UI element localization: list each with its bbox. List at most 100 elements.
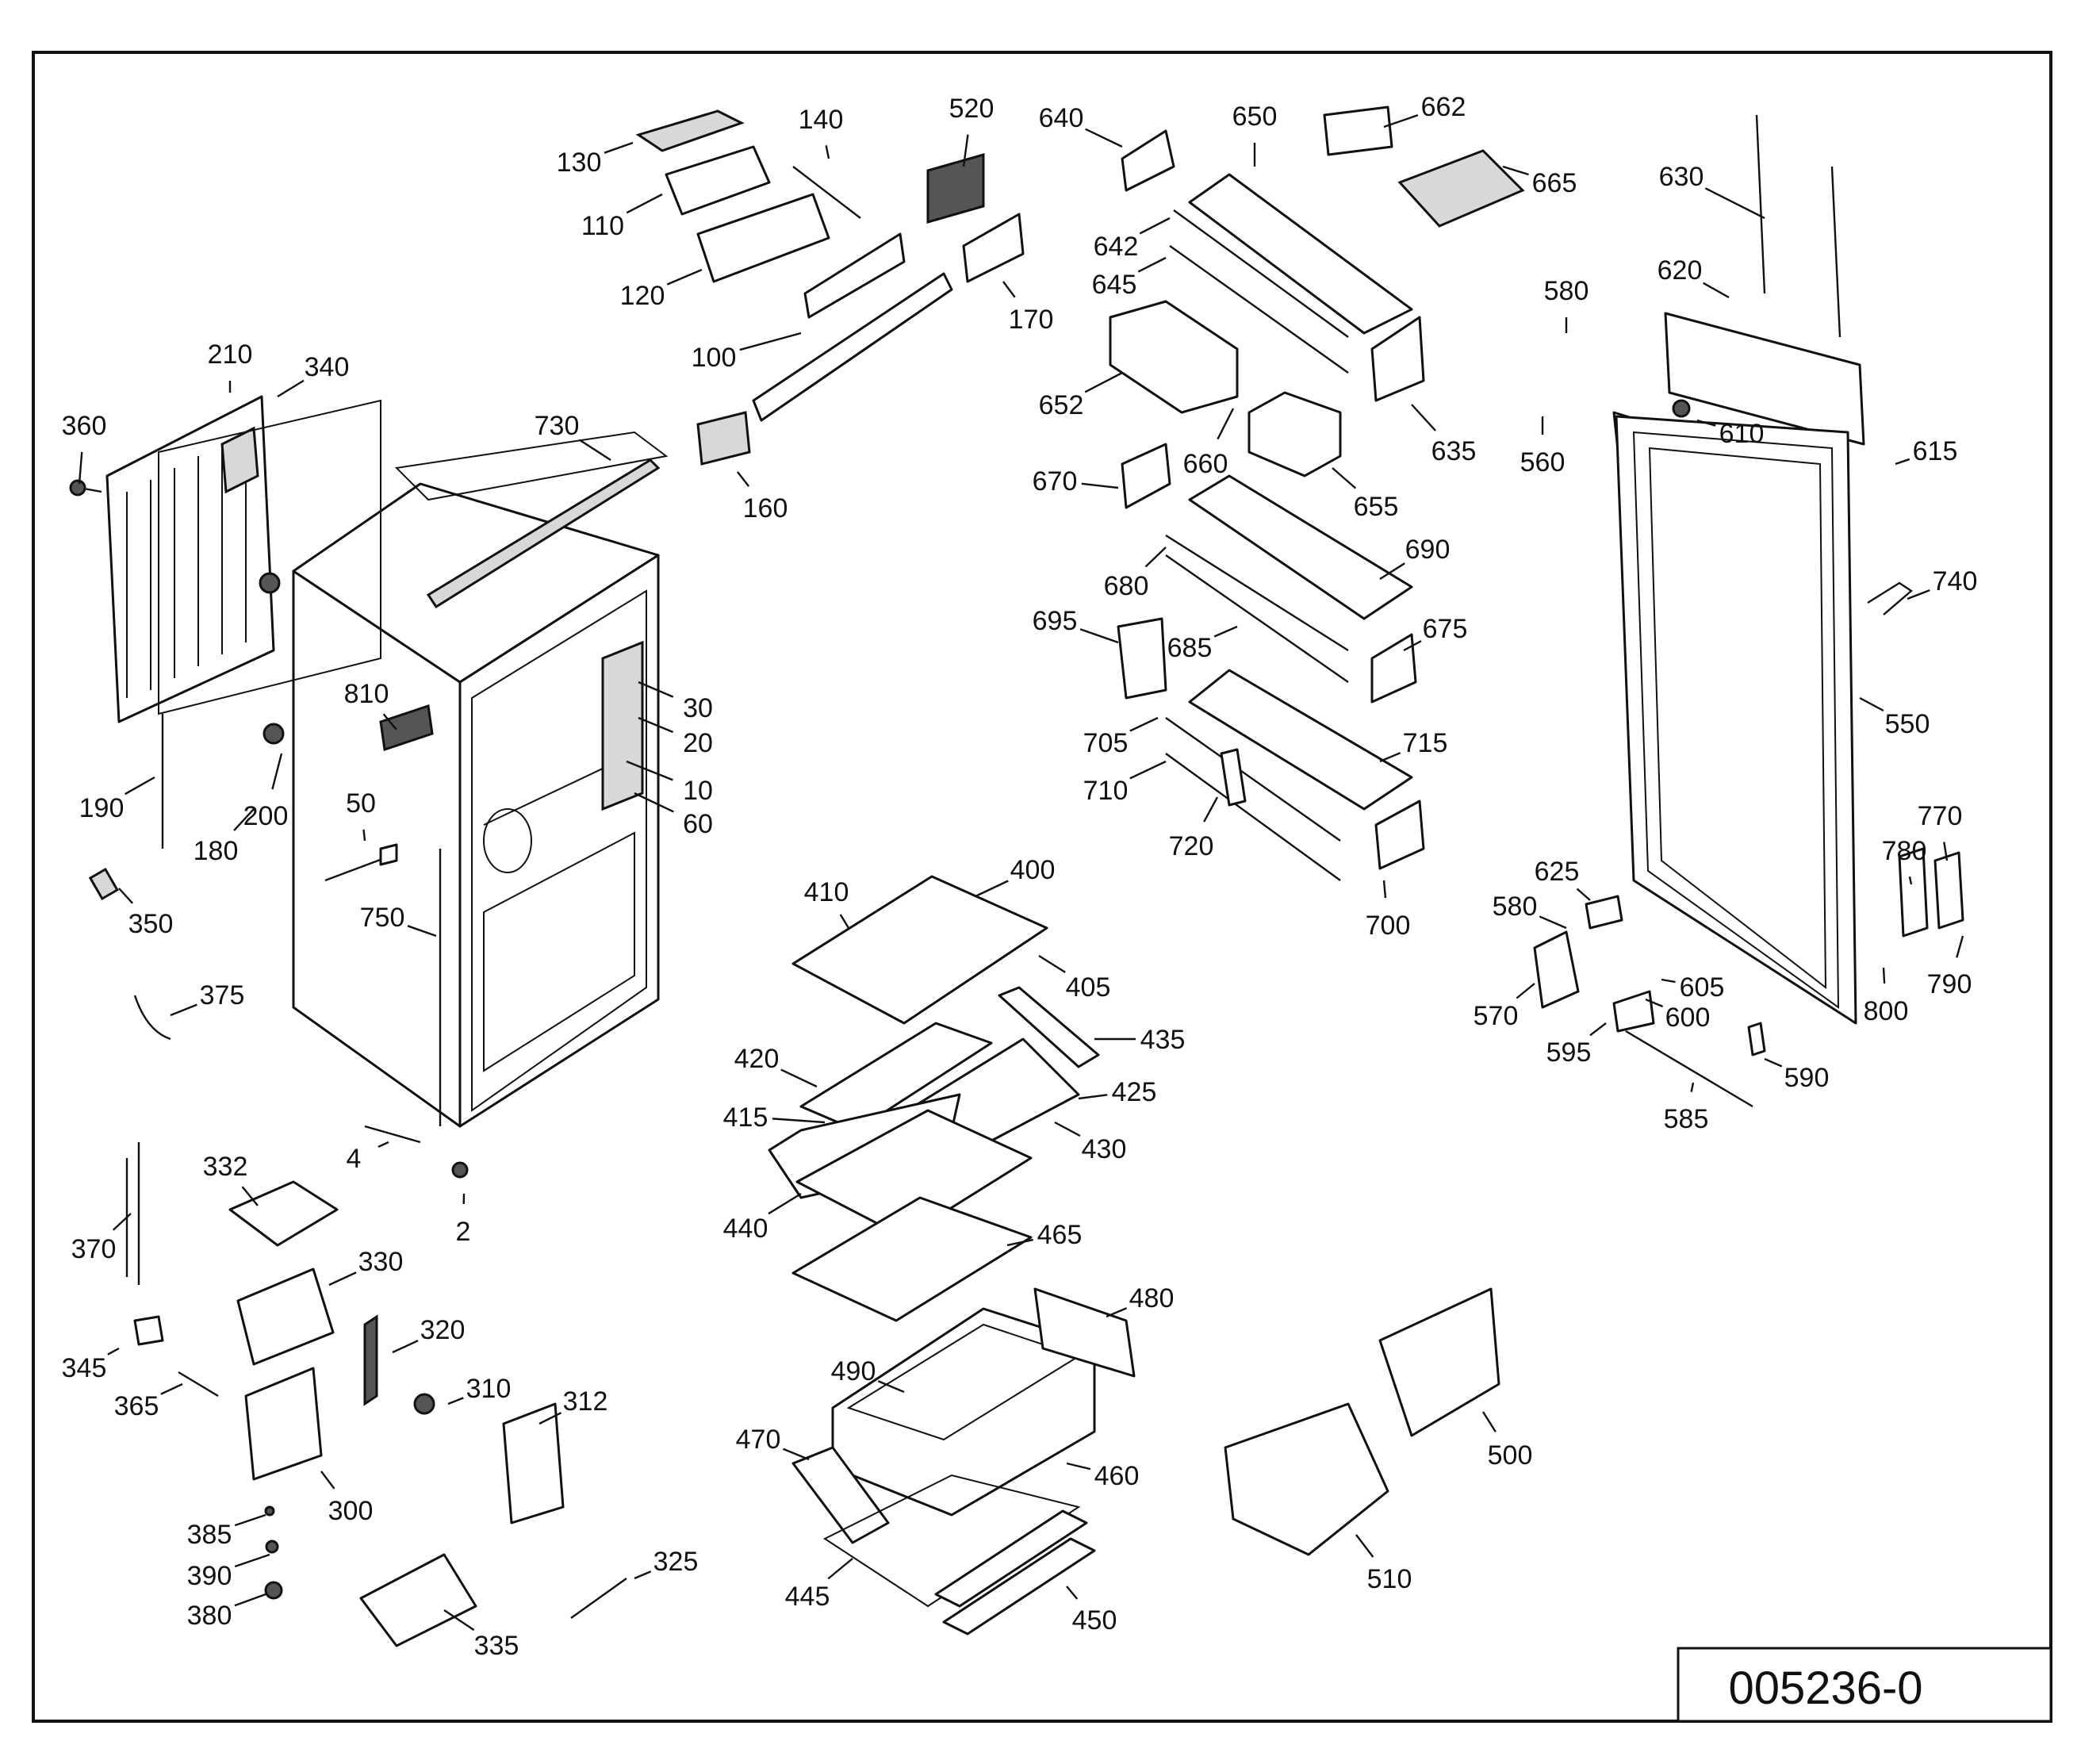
callout-label-465: 465 [1037,1220,1083,1250]
callout-label-350: 350 [128,909,174,939]
callout-label-140: 140 [799,105,844,135]
callout-label-642: 642 [1094,232,1139,262]
callout-label-400: 400 [1010,855,1056,885]
callout-label-640: 640 [1039,103,1084,133]
callout-label-615: 615 [1913,436,1958,466]
callout-leader-330 [328,1271,357,1287]
callout-leader-690 [1379,562,1405,581]
callout-label-410: 410 [804,877,849,907]
callout-leader-720 [1203,796,1219,823]
callout-leader-190 [124,776,155,796]
callout-leader-375 [170,1003,197,1017]
callout-label-550: 550 [1885,709,1930,739]
callout-label-335: 335 [474,1631,519,1661]
callout-leader-30 [638,681,674,698]
callout-leader-652 [1084,371,1123,393]
callout-label-610: 610 [1719,419,1765,449]
callout-label-480: 480 [1129,1283,1175,1313]
callout-leaders [78,114,1964,1632]
callout-label-180: 180 [194,836,239,866]
callout-leader-310 [447,1397,464,1405]
callout-label-560: 560 [1520,447,1566,477]
callout-leader-590 [1764,1057,1783,1068]
callout-leader-380 [234,1593,266,1607]
callout-label-605: 605 [1680,972,1725,1003]
callout-leader-595 [1589,1022,1607,1037]
crisper-drawer-drawing [791,1287,1136,1636]
callout-leader-180 [233,808,255,831]
callout-label-750: 750 [360,903,405,933]
callout-label-325: 325 [653,1547,699,1577]
callout-leader-730 [578,439,611,462]
callout-leader-600 [1645,998,1664,1008]
callout-leader-300 [320,1471,335,1490]
callout-label-210: 210 [208,339,253,370]
callout-leader-110 [626,193,663,214]
callout-label-375: 375 [200,980,245,1010]
callout-leader-425 [1078,1094,1108,1100]
callout-label-680: 680 [1104,571,1149,601]
callout-label-695: 695 [1033,606,1078,636]
callout-label-330: 330 [358,1247,404,1277]
callout-label-390: 390 [187,1561,232,1591]
callout-label-345: 345 [62,1353,107,1383]
callout-leader-312 [538,1412,562,1425]
callout-leader-520 [962,134,969,167]
callout-label-670: 670 [1033,466,1078,497]
callout-label-580: 580 [1544,276,1589,306]
callout-label-662: 662 [1421,92,1466,122]
callout-leader-610 [1696,419,1716,427]
callout-label-20: 20 [683,728,713,758]
callout-label-332: 332 [203,1152,248,1182]
callout-label-425: 425 [1112,1077,1157,1107]
callout-leader-4 [377,1141,389,1149]
callout-label-520: 520 [949,94,995,124]
callout-leader-500 [1481,1411,1497,1432]
callout-leader-400 [975,880,1009,898]
callout-label-130: 130 [557,148,602,178]
callout-label-652: 652 [1039,390,1084,420]
callout-label-435: 435 [1140,1025,1186,1055]
callout-leader-430 [1054,1121,1081,1137]
diagram-code-box: 005236-0 [1677,1647,2052,1723]
callout-leader-130 [604,141,634,154]
diagram-code: 005236-0 [1728,1662,1922,1714]
callout-leader-700 [1382,880,1387,899]
callout-label-445: 445 [785,1582,830,1612]
callout-leader-710 [1129,760,1167,780]
callout-label-500: 500 [1488,1440,1533,1471]
callout-label-4: 4 [347,1144,362,1174]
callout-leader-170 [1002,281,1016,298]
callout-label-160: 160 [743,493,788,523]
callout-leader-580b [1539,915,1567,930]
callout-label-320: 320 [420,1315,466,1345]
callout-label-440: 440 [723,1214,768,1244]
callout-label-770: 770 [1918,801,1963,831]
callout-leader-415 [772,1118,826,1124]
condenser-coil-drawing [69,395,381,901]
callout-label-420: 420 [734,1044,780,1074]
callout-label-405: 405 [1066,972,1111,1003]
callout-leader-490 [877,1380,905,1394]
freezer-parts-drawing [1109,105,1525,881]
callout-label-655: 655 [1354,492,1399,522]
callout-label-300: 300 [328,1496,374,1526]
callout-label-740: 740 [1933,566,1978,596]
callout-label-310: 310 [466,1374,512,1404]
callout-leader-620 [1703,282,1730,299]
callout-leader-635 [1411,404,1436,431]
callout-label-660: 660 [1183,449,1228,479]
callout-label-645: 645 [1092,270,1137,300]
callout-leader-450 [1066,1586,1079,1600]
callout-label-570: 570 [1474,1001,1519,1031]
callout-label-30: 30 [683,693,713,723]
callout-leader-410 [839,914,850,929]
callout-label-170: 170 [1009,305,1054,335]
callout-leader-365 [160,1382,183,1395]
callout-leader-335 [443,1609,475,1632]
callout-label-800: 800 [1864,996,1909,1026]
callout-label-50: 50 [346,788,376,819]
callout-label-595: 595 [1546,1037,1592,1068]
callout-leader-625 [1576,888,1591,901]
